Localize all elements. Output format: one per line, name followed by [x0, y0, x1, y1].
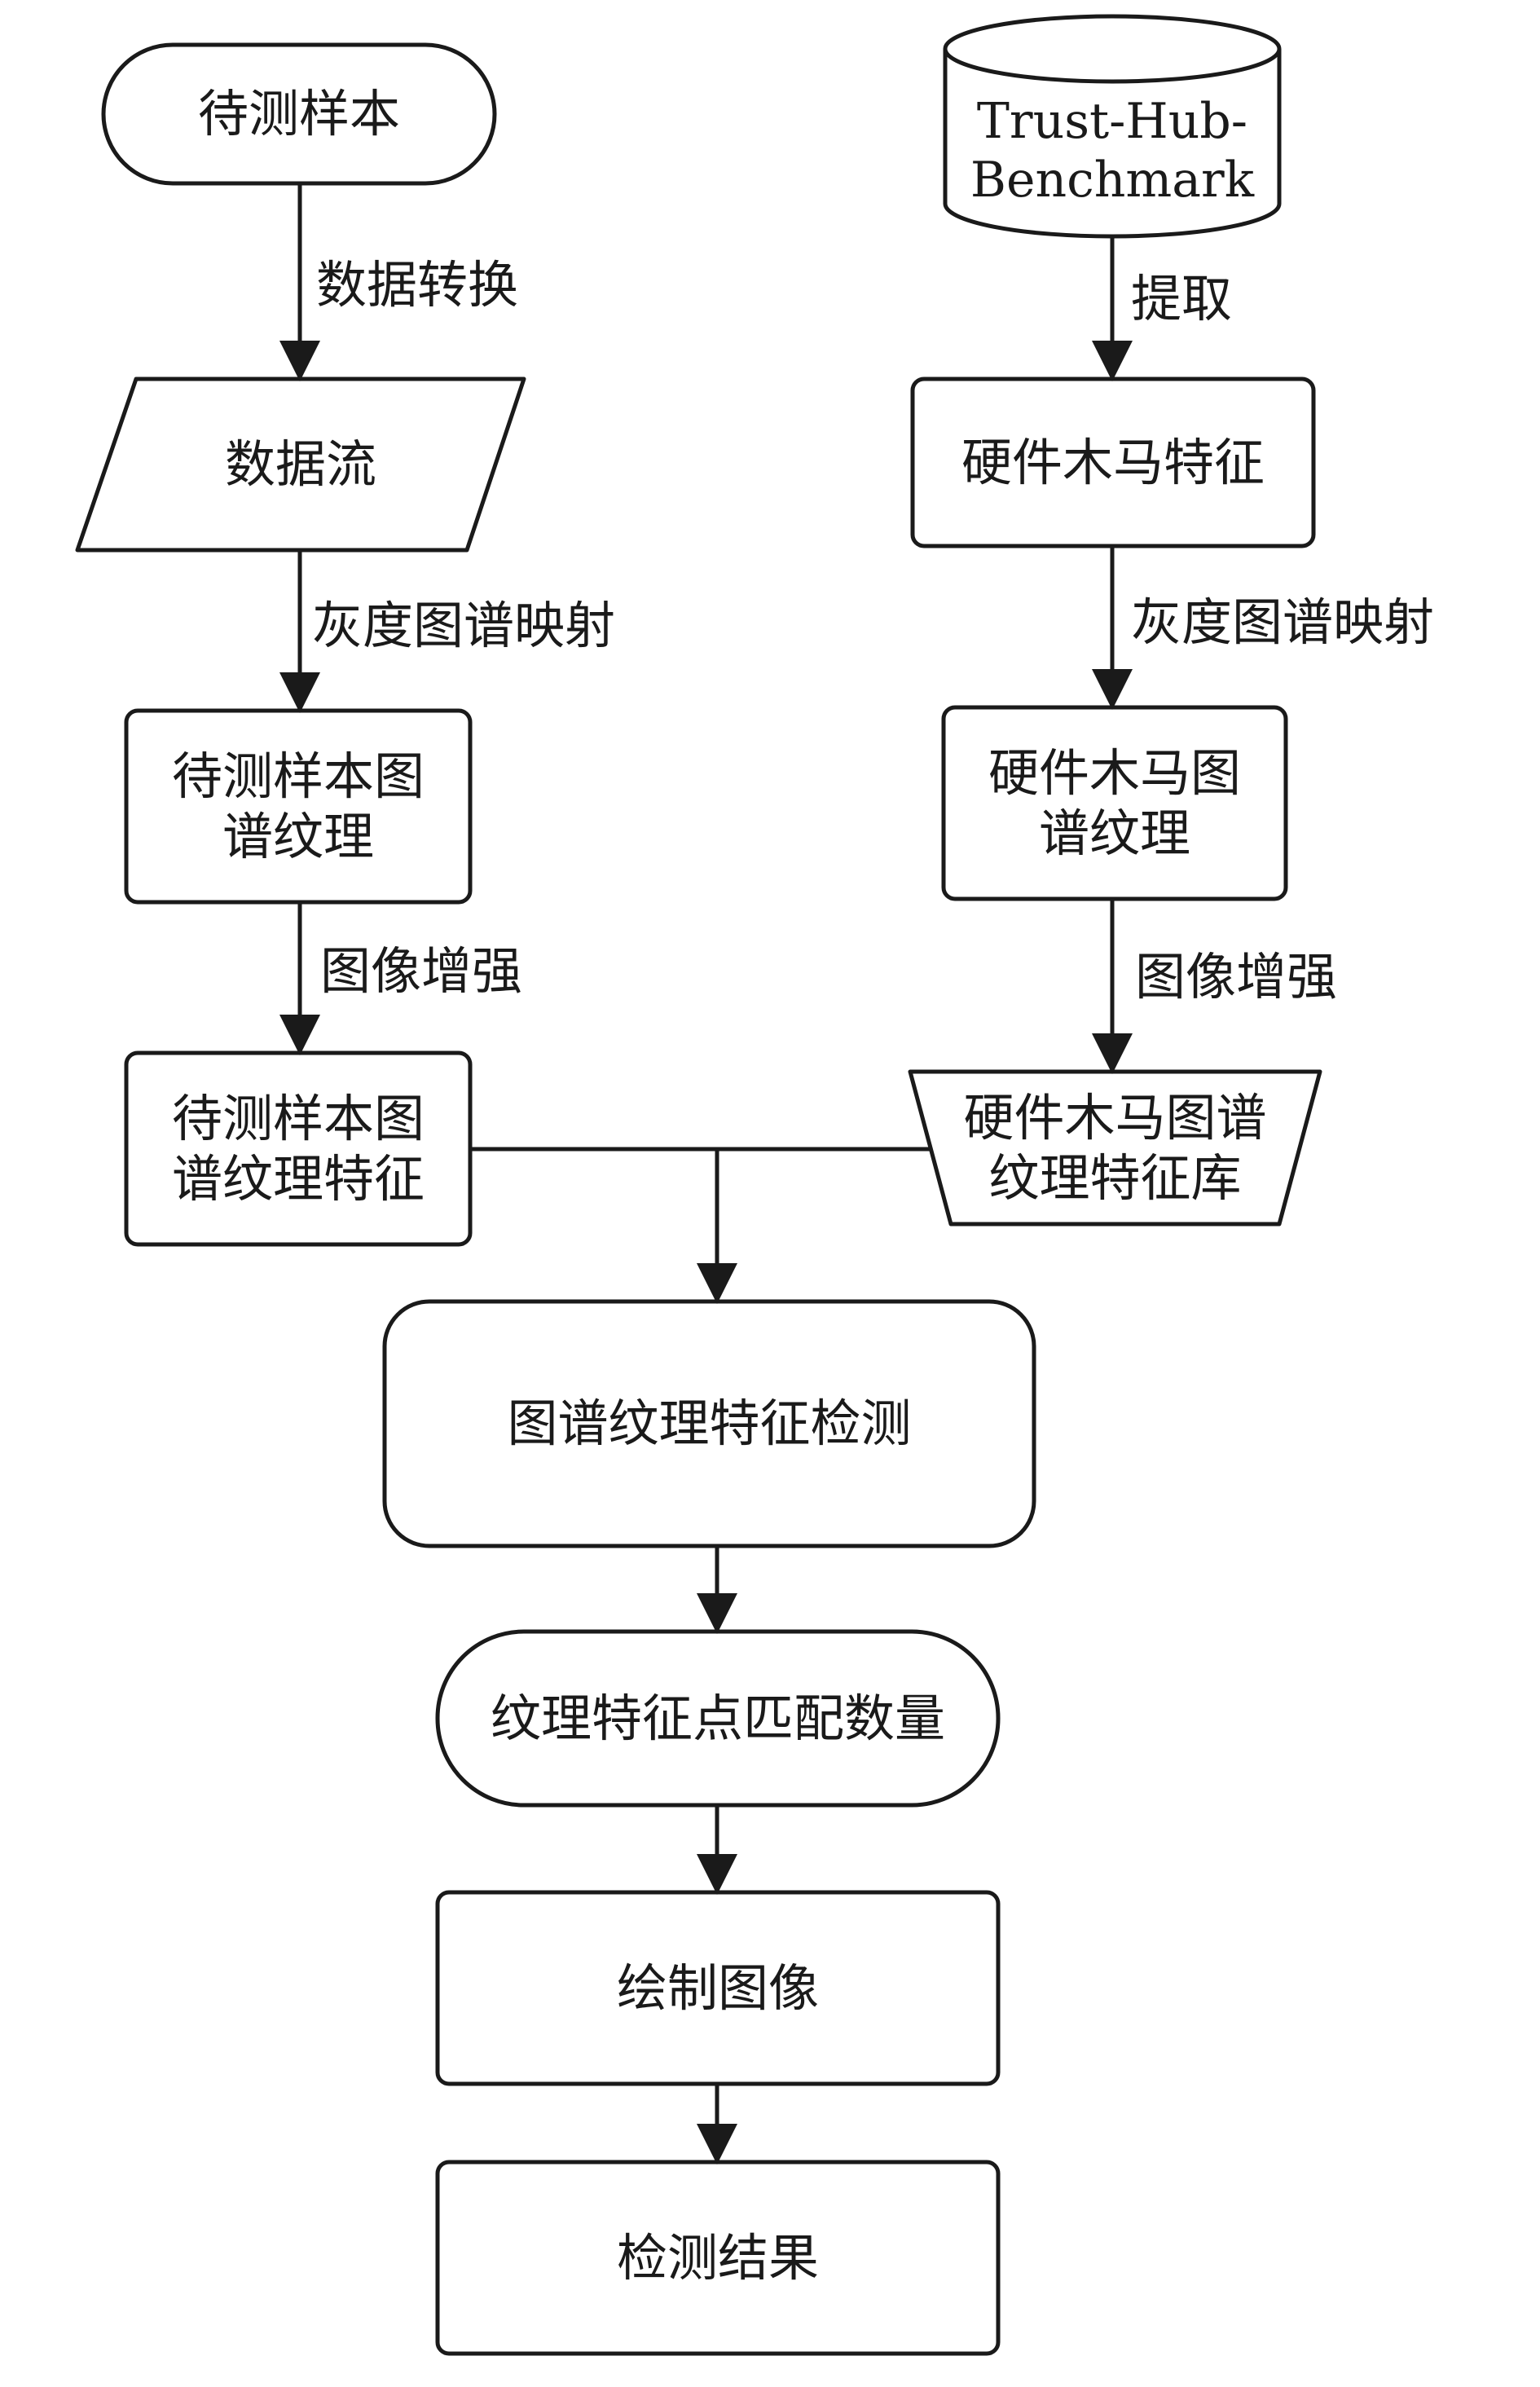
node-benchmark-shape [943, 14, 1282, 239]
edge-label-enhance-right: 图像增强 [1135, 947, 1338, 1006]
node-data-flow: 数据流 [224, 434, 376, 494]
node-data-flow-shape [75, 377, 526, 553]
node-sample-texture: 待测样本图 谱纹理 [171, 746, 425, 866]
node-trojan-feature-db: 硬件木马图谱 纹理特征库 [963, 1087, 1267, 1208]
node-sample-texture-feature: 待测样本图 谱纹理特征 [171, 1088, 425, 1209]
edge-label-gray-map-left: 灰度图谱映射 [312, 596, 616, 655]
node-draw-image: 绘制图像 [616, 1958, 819, 2018]
node-benchmark: Trust-Hub- Benchmark [970, 93, 1255, 209]
node-trojan-feature: 硬件木马特征 [961, 432, 1265, 492]
node-trojan-feature-db-shape [908, 1069, 1322, 1227]
node-result: 检测结果 [616, 2227, 819, 2288]
node-trojan-texture: 硬件木马图 谱纹理 [988, 742, 1241, 863]
edge-label-data-convert: 数据转换 [316, 255, 519, 315]
edge-label-gray-map-right: 灰度图谱映射 [1131, 592, 1435, 652]
node-match-count: 纹理特征点匹配数量 [490, 1688, 945, 1748]
edge-label-extract: 提取 [1131, 269, 1233, 328]
node-sample: 待测样本 [197, 84, 400, 143]
node-detection: 图谱纹理特征检测 [507, 1394, 912, 1453]
edge-label-enhance-left: 图像增强 [320, 941, 523, 1001]
